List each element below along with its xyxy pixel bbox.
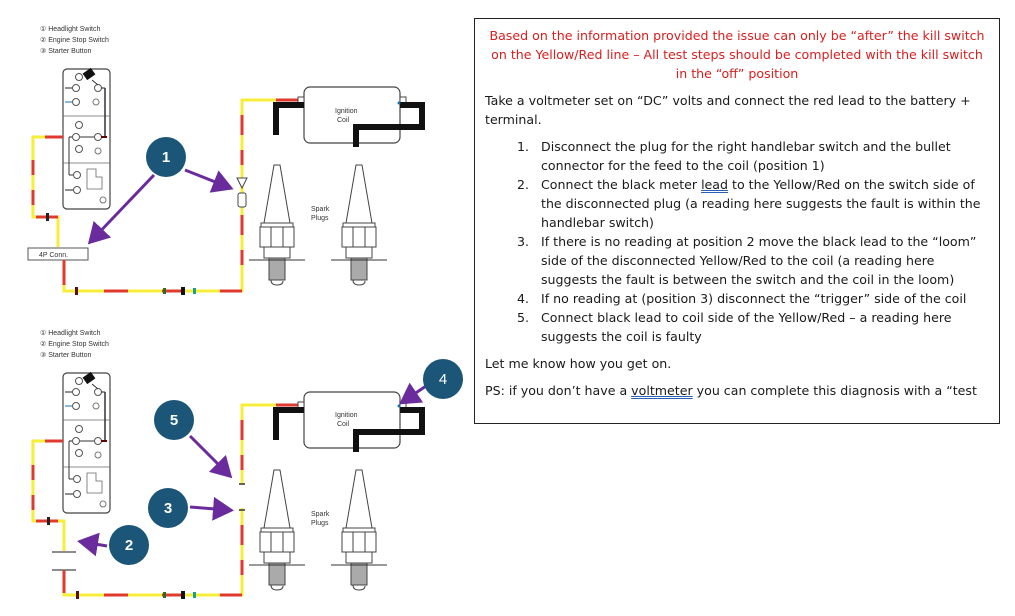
legend-item: ③ Starter Button bbox=[40, 351, 92, 359]
svg-text:4: 4 bbox=[439, 371, 447, 388]
spellcheck-word: voltmeter bbox=[631, 383, 693, 398]
instructions-textbox: Based on the information provided the is… bbox=[474, 18, 1000, 424]
legend-item: ② Engine Stop Switch bbox=[40, 36, 109, 44]
wiring-diagram: ① Headlight Switch ② Engine Stop Switch … bbox=[27, 25, 463, 599]
coil-label: Ignition bbox=[335, 108, 358, 115]
closing-paragraph: Let me know how you get on. bbox=[485, 356, 672, 371]
top-diagram: ① Headlight Switch ② Engine Stop Switch … bbox=[27, 25, 422, 295]
marker-4: 4 bbox=[423, 359, 463, 399]
coil-label: Ignition bbox=[335, 412, 358, 419]
svg-text:1: 1 bbox=[162, 149, 170, 166]
legend-item: ① Headlight Switch bbox=[40, 25, 100, 33]
ps-paragraph: PS: if you don’t have a voltmeter you ca… bbox=[485, 383, 977, 398]
spark-plug-left bbox=[248, 164, 306, 286]
plugs-label: Spark bbox=[311, 206, 330, 213]
spark-plug-right bbox=[330, 469, 388, 591]
plugs-label: Plugs bbox=[311, 215, 329, 222]
connector-label: 4P Conn. bbox=[39, 252, 68, 259]
svg-text:5: 5 bbox=[170, 412, 178, 429]
coil-label: Coil bbox=[337, 117, 350, 124]
spark-plug-right bbox=[330, 164, 388, 286]
plugs-label: Spark bbox=[311, 511, 330, 518]
spellcheck-word: lead bbox=[701, 177, 729, 192]
marker-2: 2 bbox=[109, 525, 149, 565]
spark-plug-left bbox=[248, 469, 306, 591]
marker-5: 5 bbox=[154, 400, 194, 440]
step-item: If there is no reading at position 2 mov… bbox=[533, 232, 989, 289]
step-item: Disconnect the plug for the right handle… bbox=[533, 137, 989, 175]
test-steps-list: Disconnect the plug for the right handle… bbox=[485, 137, 989, 346]
step-item: If no reading at (position 3) disconnect… bbox=[533, 289, 989, 308]
step-item: Connect the black meter lead to the Yell… bbox=[533, 175, 989, 232]
intro-paragraph: Take a voltmeter set on “DC” volts and c… bbox=[485, 93, 971, 127]
svg-text:2: 2 bbox=[125, 537, 133, 554]
handlebar-switch bbox=[62, 370, 111, 514]
coil-label: Coil bbox=[337, 421, 350, 428]
kill-switch-note: Based on the information provided the is… bbox=[489, 28, 985, 81]
marker-3: 3 bbox=[148, 488, 188, 528]
legend-item: ① Headlight Switch bbox=[40, 329, 100, 337]
bottom-diagram: ① Headlight Switch ② Engine Stop Switch … bbox=[31, 329, 463, 599]
marker-1: 1 bbox=[146, 137, 186, 177]
svg-text:3: 3 bbox=[164, 500, 172, 517]
plugs-label: Plugs bbox=[311, 520, 329, 527]
legend-item: ③ Starter Button bbox=[40, 47, 92, 55]
legend-item: ② Engine Stop Switch bbox=[40, 340, 109, 348]
step-item: Connect black lead to coil side of the Y… bbox=[533, 308, 989, 346]
handlebar-switch bbox=[62, 66, 111, 211]
